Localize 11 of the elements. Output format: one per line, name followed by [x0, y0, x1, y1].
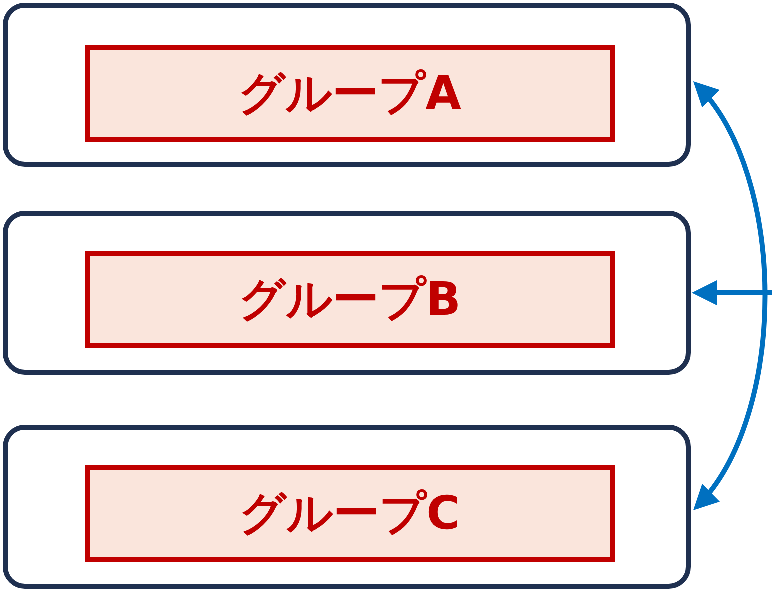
group-label: グループA	[238, 64, 462, 122]
panel-box	[3, 211, 691, 375]
group-box	[85, 251, 615, 348]
group-box	[85, 465, 615, 562]
arrow	[692, 280, 772, 306]
group-label: グループC	[240, 484, 460, 542]
panel-box	[3, 425, 691, 589]
group-label: グループB	[238, 270, 462, 328]
arrow	[694, 81, 768, 511]
group-box	[85, 45, 615, 142]
panel-box	[3, 3, 691, 167]
